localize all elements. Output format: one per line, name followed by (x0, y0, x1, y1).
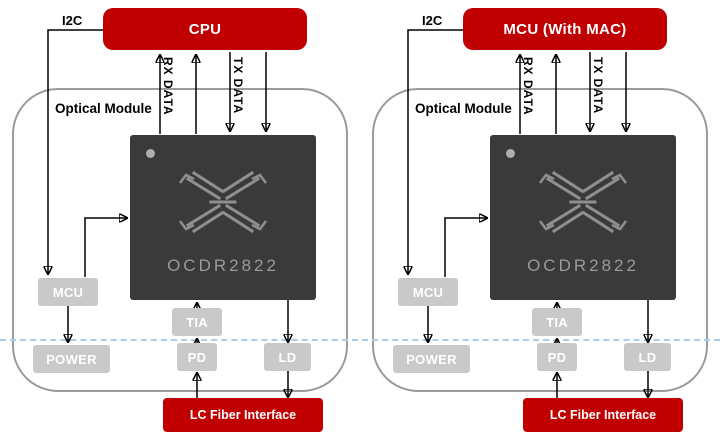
optical-module-label: Optical Module (52, 101, 155, 116)
chip-part-number: OCDR2822 (167, 256, 279, 275)
power-block: POWER (33, 345, 110, 373)
cpu-box: CPU (103, 8, 307, 50)
chip-part-number: OCDR2822 (527, 256, 639, 275)
rx-data-label: RX DATA (161, 57, 175, 116)
ld-block: LD (624, 343, 671, 371)
lc-fiber-interface-box: LC Fiber Interface (163, 398, 323, 432)
ld-block: LD (264, 343, 311, 371)
lc-fiber-interface-box: LC Fiber Interface (523, 398, 683, 432)
chip-pin1-dot-icon (146, 149, 155, 158)
pd-block: PD (537, 343, 577, 371)
tx-data-label: TX DATA (591, 57, 605, 115)
tia-block: TIA (532, 308, 582, 336)
optical-module-outline (372, 88, 708, 392)
optical-module-outline (12, 88, 348, 392)
rx-data-label: RX DATA (521, 57, 535, 116)
power-block: POWER (393, 345, 470, 373)
optical-module-label: Optical Module (412, 101, 515, 116)
tia-block: TIA (172, 308, 222, 336)
mcu-with-mac-box: MCU (With MAC) (463, 8, 667, 50)
chip-logo-icon (539, 170, 627, 234)
chip-logo-icon (179, 170, 267, 234)
optical-module-diagram-right: OCDR2822 MCU (With MAC) I2C Optical Modu… (360, 0, 720, 440)
mcu-block: MCU (398, 278, 458, 306)
mcu-block: MCU (38, 278, 98, 306)
ocdr2822-chip: OCDR2822 (490, 135, 676, 300)
i2c-label: I2C (422, 13, 443, 28)
ocdr2822-chip: OCDR2822 (130, 135, 316, 300)
optical-module-diagram-left: OCDR2822 CPU I2C Optical Module RX DATA (12, 8, 348, 432)
optical-electrical-boundary-dashed-line (0, 339, 720, 341)
pd-block: PD (177, 343, 217, 371)
i2c-label: I2C (62, 13, 83, 28)
tx-data-label: TX DATA (231, 57, 245, 115)
chip-pin1-dot-icon (506, 149, 515, 158)
